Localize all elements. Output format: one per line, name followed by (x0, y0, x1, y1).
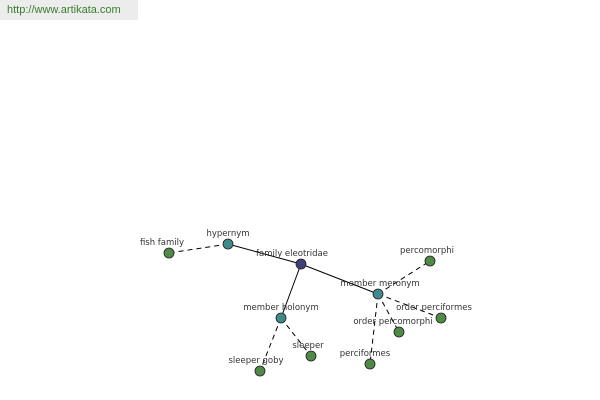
leaf-node-sleeper[interactable] (305, 350, 317, 362)
edge-member-meronym-perciformes (369, 293, 379, 365)
node-label-sleeper[interactable]: sleeper (292, 341, 324, 351)
node-label-hypernym[interactable]: hypernym (206, 229, 249, 239)
leaf-node-order-percomorphi[interactable] (393, 326, 405, 338)
relation-node-member-meronym[interactable] (372, 288, 384, 300)
edge-member-holonym-sleeper-goby (259, 317, 282, 372)
edge-member-holonym-sleeper (280, 317, 312, 357)
edge-hypernym-fish-family (168, 243, 229, 254)
edge-member-meronym-order-perciformes (377, 293, 442, 319)
edge-family-eleotridae-hypernym (227, 243, 302, 265)
node-label-member-meronym[interactable]: member meronym (340, 279, 419, 289)
url-link[interactable]: http://www.artikata.com (7, 4, 121, 16)
center-node-family-eleotridae[interactable] (295, 258, 307, 270)
node-label-family-eleotridae[interactable]: family eleotridae (256, 249, 328, 259)
node-label-perciformes[interactable]: perciformes (340, 349, 391, 359)
graph-labels: fish family sleeper goby sleeper percomorph… (140, 229, 473, 366)
relation-node-hypernym[interactable] (222, 238, 234, 250)
edge-family-eleotridae-member-holonym (280, 263, 302, 319)
graph-nodes (163, 238, 447, 377)
leaf-node-fish-family[interactable] (163, 247, 175, 259)
url-banner: http://www.artikata.com (0, 0, 138, 20)
node-label-order-percomorphi[interactable]: order percomorphi (353, 317, 432, 327)
node-label-fish-family[interactable]: fish family (140, 238, 184, 248)
leaf-node-percomorphi[interactable] (424, 255, 436, 267)
edge-family-eleotridae-member-meronym (300, 263, 379, 295)
node-label-percomorphi[interactable]: percomorphi (400, 246, 454, 256)
leaf-node-perciformes[interactable] (364, 358, 376, 370)
leaf-node-sleeper-goby[interactable] (254, 365, 266, 377)
edge-member-meronym-order-percomorphi (377, 293, 400, 333)
graph-edges (168, 243, 442, 372)
leaf-node-order-perciformes[interactable] (435, 312, 447, 324)
relation-node-member-holonym[interactable] (275, 312, 287, 324)
edge-member-meronym-percomorphi (377, 260, 431, 295)
node-label-sleeper-goby[interactable]: sleeper goby (228, 356, 283, 366)
node-label-member-holonym[interactable]: member holonym (243, 303, 318, 313)
node-label-order-perciformes[interactable]: order perciformes (396, 303, 472, 313)
